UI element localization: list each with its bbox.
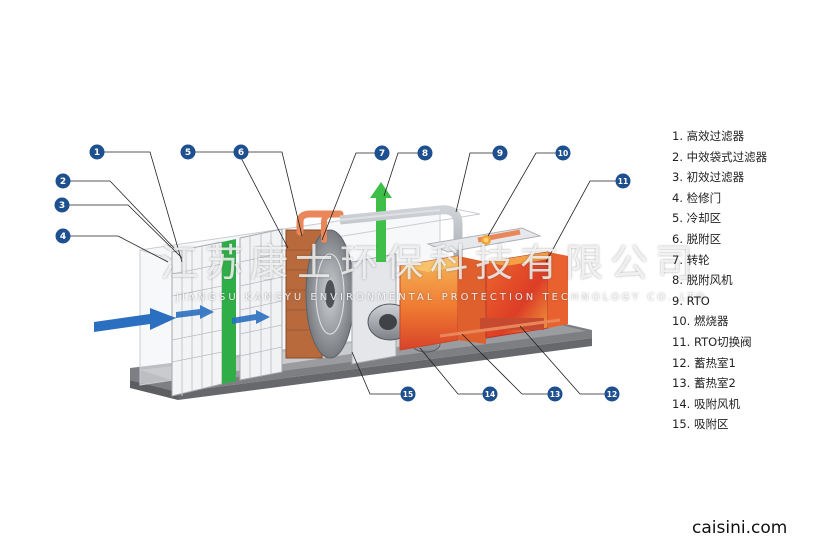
callout-11: 11 <box>615 173 631 189</box>
callout-1: 1 <box>89 144 105 160</box>
legend-item: 11. RTO切换阀 <box>672 334 752 349</box>
callout-15: 15 <box>400 386 416 402</box>
callout-label: 9 <box>497 149 503 159</box>
site-watermark: caisini.com <box>692 518 788 538</box>
callout-label: 15 <box>403 390 413 399</box>
callout-label: 3 <box>59 201 65 211</box>
legend-item: 14. 吸附风机 <box>672 396 740 411</box>
callout-label: 7 <box>379 149 385 159</box>
regenerator-chamber-1 <box>485 251 568 339</box>
legend-item: 9. RTO <box>672 293 710 308</box>
callout-6: 6 <box>233 144 249 160</box>
callout-label: 2 <box>60 177 66 187</box>
legend-item: 5. 冷却区 <box>672 211 722 226</box>
inlet-flow-arrows <box>94 305 270 332</box>
callout-label: 13 <box>550 390 560 399</box>
legend-item: 7. 转轮 <box>672 252 710 267</box>
callout-13: 13 <box>547 386 563 402</box>
callout-label: 6 <box>238 148 244 158</box>
legend-item: 6. 脱附区 <box>672 231 722 246</box>
callout-2: 2 <box>55 173 71 189</box>
legend-item: 4. 检修门 <box>672 190 722 205</box>
legend-item: 13. 蓄热室2 <box>672 376 736 391</box>
callout-3: 3 <box>54 197 70 213</box>
callout-9: 9 <box>492 145 508 161</box>
callout-label: 10 <box>558 149 568 158</box>
callout-7: 7 <box>374 145 390 161</box>
callout-14: 14 <box>482 386 498 402</box>
legend-item: 1. 高效过滤器 <box>672 129 745 143</box>
callout-label: 1 <box>94 148 100 158</box>
filter-panel-green <box>222 239 236 384</box>
company-watermark-en: JIANGSU KANGYU ENVIRONMENTAL PROTECTION … <box>176 292 708 303</box>
rotor-wheel <box>285 229 355 359</box>
callout-4: 4 <box>55 228 71 244</box>
component-legend: 1. 高效过滤器 2. 中效袋式过滤器 3. 初效过滤器 4. 检修门 5. 冷… <box>672 126 767 435</box>
rto-switch-valve <box>439 318 561 338</box>
legend-item: 12. 蓄热室1 <box>672 355 736 370</box>
callout-12: 12 <box>604 386 620 402</box>
legend-item: 10. 燃烧器 <box>672 314 729 329</box>
legend-item: 15. 吸附区 <box>672 417 729 432</box>
filter-panel-secondary <box>239 228 283 381</box>
callout-label: 11 <box>618 177 628 186</box>
callout-label: 4 <box>60 232 66 242</box>
company-watermark-cn: 江苏康士环保科技有限公司 <box>160 241 701 285</box>
callout-label: 12 <box>607 390 617 399</box>
burner <box>477 229 521 245</box>
callout-label: 8 <box>422 149 428 159</box>
legend-item: 8. 脱附风机 <box>672 273 733 288</box>
legend-item: 2. 中效袋式过滤器 <box>672 149 768 164</box>
callout-label: 5 <box>185 148 191 158</box>
callout-5: 5 <box>180 144 196 160</box>
legend-item: 3. 初效过滤器 <box>672 170 745 185</box>
callout-8: 8 <box>417 145 433 161</box>
exhaust-arrow <box>370 182 392 262</box>
callout-label: 14 <box>485 390 495 399</box>
regenerator-chamber-2 <box>399 255 486 351</box>
callout-10: 10 <box>555 145 571 161</box>
